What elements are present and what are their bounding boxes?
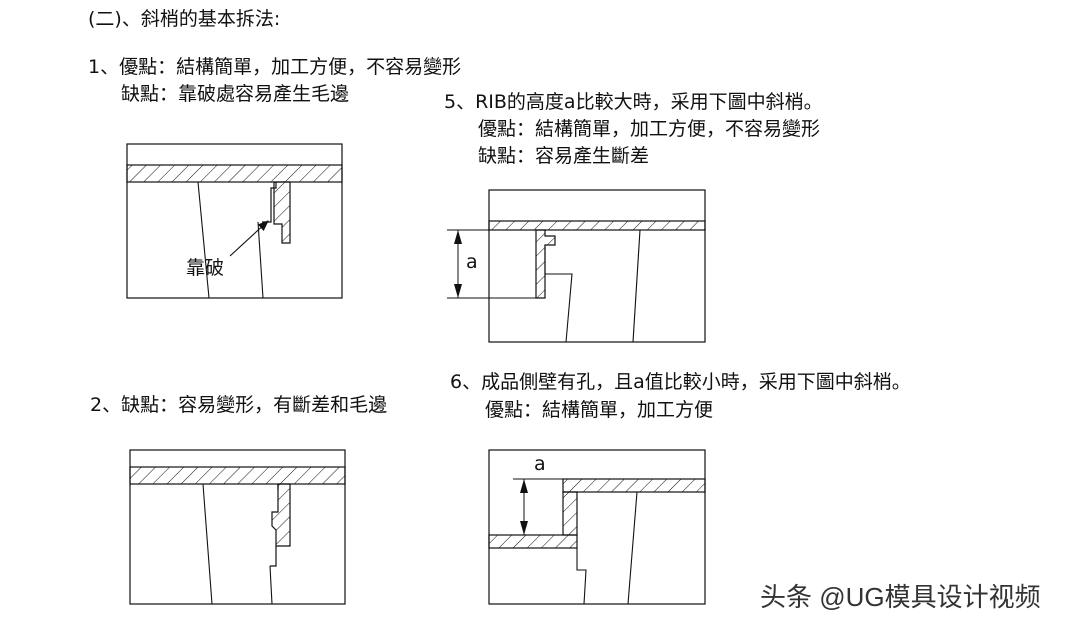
item-5-title: 5、RIB的高度a比較大時，采用下圖中斜梢。 [444, 91, 823, 113]
fig6-dim-label: a [534, 453, 546, 475]
item-1-disadvantages: 缺點：靠破處容易產生毛邊 [121, 83, 350, 105]
item-1-advantages: 1、優點：結構簡單，加工方便，不容易變形 [88, 56, 462, 78]
watermark: 头条 @UG模具设计视频 [760, 582, 1041, 612]
item-6-title: 6、成品側壁有孔，且a值比較小時，采用下圖中斜梢。 [450, 371, 911, 393]
item-6-advantages: 優點：結構簡單，加工方便 [485, 399, 714, 421]
fig5-dim-label: a [466, 251, 478, 273]
fig1-callout-label: 靠破 [186, 257, 224, 279]
item-2-disadvantages: 2、缺點：容易變形，有斷差和毛邊 [90, 394, 388, 416]
item-5-disadvantages: 缺點：容易產生斷差 [478, 145, 650, 167]
section-heading: (二)、斜梢的基本拆法: [88, 8, 281, 30]
item-5-advantages: 優點：結構簡單，加工方便，不容易變形 [478, 118, 821, 140]
